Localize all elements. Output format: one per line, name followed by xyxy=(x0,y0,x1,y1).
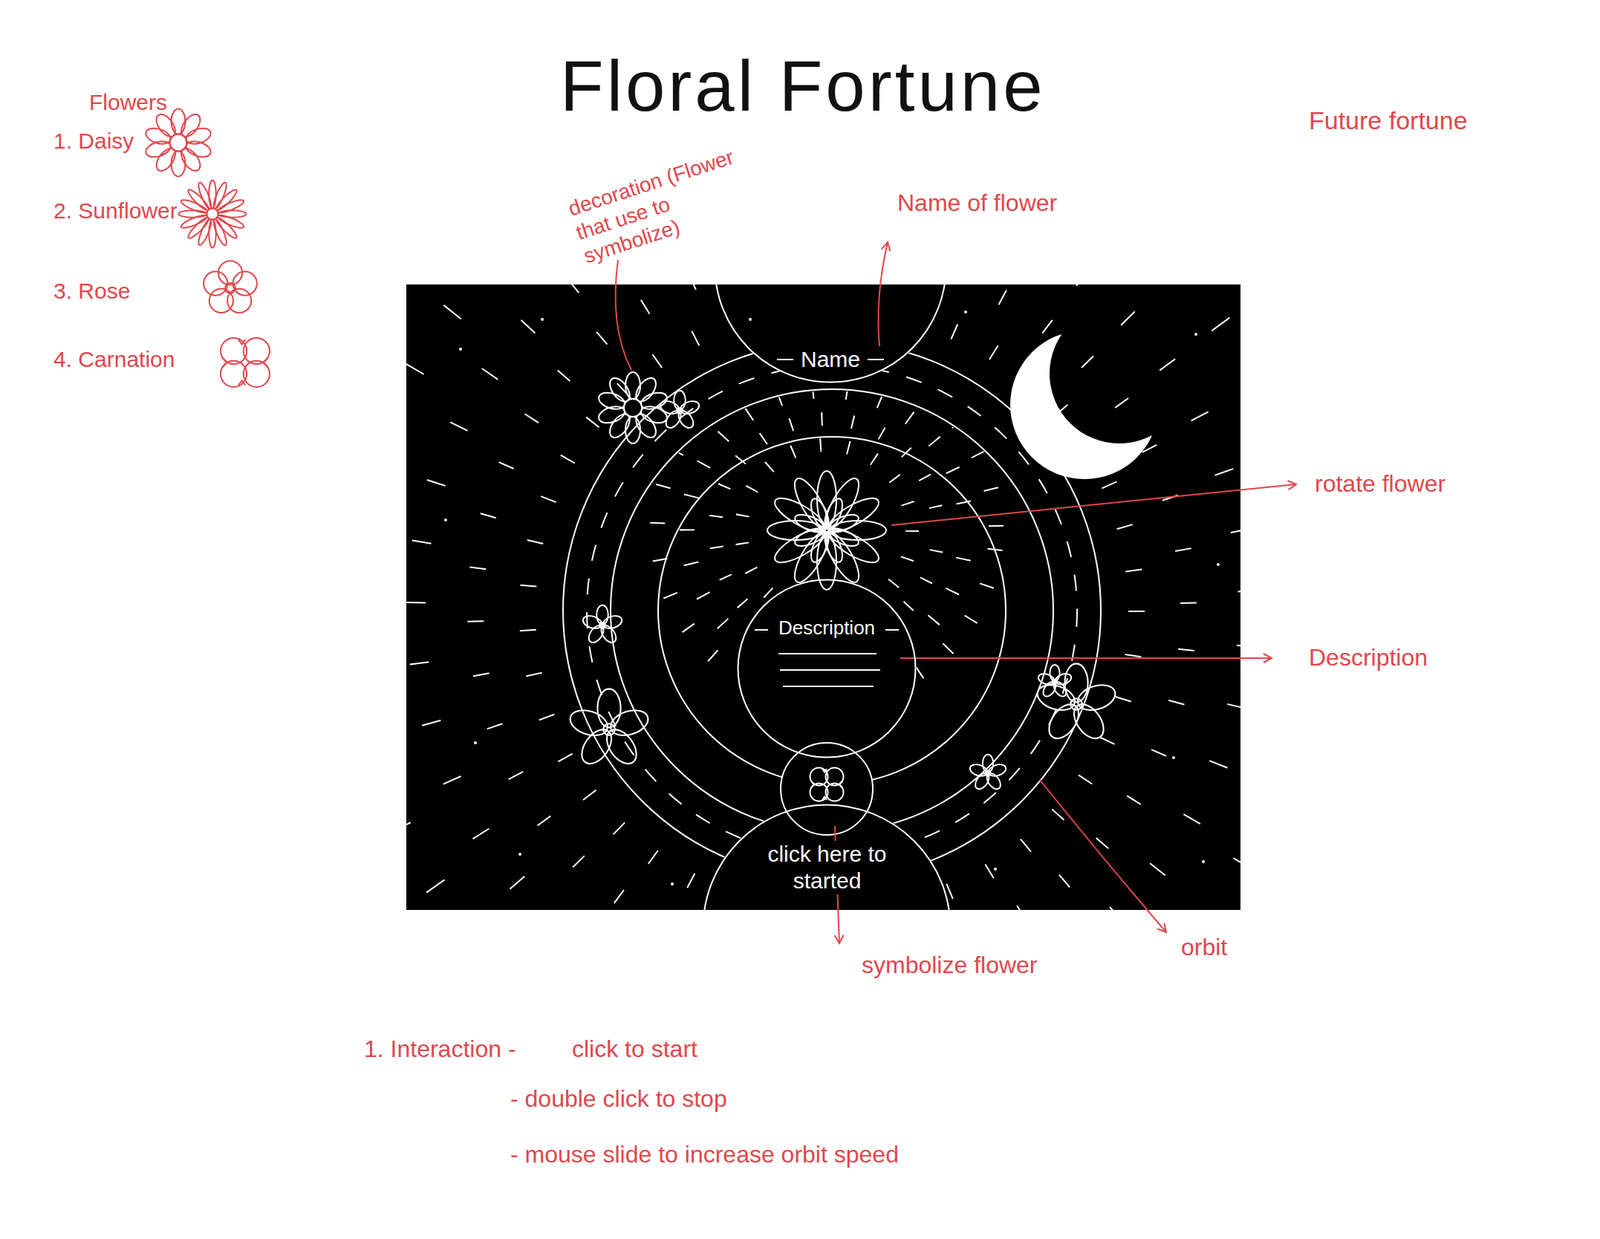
annotation-label: 1. Daisy xyxy=(53,127,134,155)
annotation-label: 1. Interaction - xyxy=(363,1034,517,1063)
node-text: Description xyxy=(775,616,878,640)
annotation-label: Future fortune xyxy=(1308,105,1468,136)
annotation-label: decoration (Flower that use to symbolize… xyxy=(565,135,780,269)
carnation-icon xyxy=(220,337,270,388)
description-leader xyxy=(900,657,1272,659)
node-text: Name xyxy=(797,346,864,373)
crescent-moon xyxy=(406,284,1241,910)
annotation-label: rotate flower xyxy=(1314,469,1446,498)
night-sky-illustration xyxy=(406,284,1241,910)
leader-lines xyxy=(615,242,1297,944)
symbol-leader xyxy=(834,825,840,944)
annotation-label: symbolize flower xyxy=(861,950,1038,980)
flower-legend-icons xyxy=(144,108,270,388)
daisy-icon xyxy=(144,108,214,177)
annotation-label: click to start xyxy=(571,1034,698,1063)
rotate-leader xyxy=(891,484,1297,526)
node-text: click here to started xyxy=(762,840,892,895)
sunflower-icon xyxy=(178,179,246,248)
annotation-label: orbit xyxy=(1181,932,1228,962)
annotation-label: Flowers xyxy=(89,89,168,116)
annotation-label: 2. Sunflower xyxy=(53,197,178,225)
annotation-label: - mouse slide to increase orbit speed xyxy=(510,1140,899,1169)
rose-icon xyxy=(203,260,258,313)
orbit-leader xyxy=(1039,779,1167,933)
circle-outline xyxy=(736,578,917,759)
star-dots xyxy=(444,310,1220,886)
night-panel: NameDescription click here to started xyxy=(406,284,1241,910)
name-leader xyxy=(877,242,888,347)
start-circle: click here to started xyxy=(701,803,952,910)
annotation-label: 3. Rose xyxy=(53,277,130,305)
title-text: Floral Fortune xyxy=(560,43,1046,129)
name-circle: Name xyxy=(713,284,948,384)
annotation-label: Name of flower xyxy=(897,188,1058,217)
outer-rays xyxy=(406,284,1241,910)
annotation-label: Description xyxy=(1308,643,1428,672)
annotation-label: - double click to stop xyxy=(510,1084,728,1113)
decoration-leader xyxy=(615,259,632,370)
annotation-label: 4. Carnation xyxy=(53,346,175,373)
description-circle: Description xyxy=(736,578,917,759)
